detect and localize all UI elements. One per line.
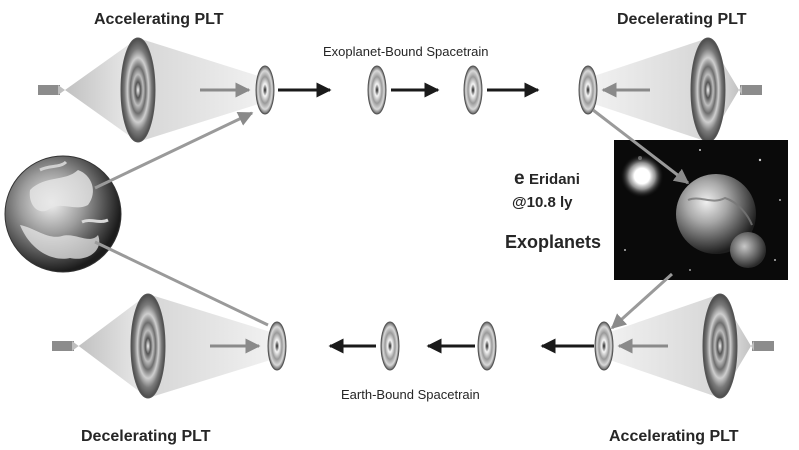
label-bottom-left-plt: Decelerating PLT — [81, 428, 211, 445]
exoplanet-to-plt-arrow — [610, 272, 674, 330]
spacetrain-outbound — [278, 65, 540, 115]
emitter-cone — [58, 38, 138, 142]
label-top-left-plt: Accelerating PLT — [94, 11, 224, 28]
label-bottom-right-plt: Accelerating PLT — [609, 428, 739, 445]
emitter-rod — [52, 341, 74, 351]
earth-to-plt-arrow — [94, 111, 254, 190]
plt-to-earth-line — [94, 240, 269, 327]
plt-station-bottom-left — [52, 293, 287, 399]
emitter-rod — [752, 341, 774, 351]
distance-label: @10.8 ly — [512, 194, 573, 211]
lightsail-disc — [578, 65, 598, 115]
lightsail-disc — [367, 65, 387, 115]
label-outbound-train: Exoplanet-Bound Spacetrain — [323, 44, 489, 59]
exoplanets-label: Exoplanets — [505, 232, 602, 252]
star-label: e Eridani — [514, 168, 580, 190]
lightsail-disc — [255, 65, 275, 115]
plt-mirror — [130, 293, 166, 399]
label-top-right-plt: Decelerating PLT — [617, 11, 747, 28]
plt-to-exoplanet-arrow — [592, 108, 690, 185]
label-inbound-train: Earth-Bound Spacetrain — [341, 387, 480, 402]
lightsail-disc — [267, 321, 287, 371]
plt-station-top-left — [38, 37, 275, 143]
exoplanet — [676, 174, 756, 254]
star-name: Eridani — [529, 171, 580, 188]
lightsail-disc — [477, 321, 497, 371]
exoplanet-space-image — [614, 140, 788, 280]
plt-mirror — [690, 37, 726, 143]
star-glow — [620, 154, 664, 198]
emitter-cone — [72, 294, 148, 398]
lightsail-disc — [594, 321, 614, 371]
lightsail-disc — [463, 65, 483, 115]
plt-station-top-right — [578, 37, 762, 143]
spacetrain-inbound — [328, 321, 594, 371]
earth-globe — [4, 155, 122, 273]
plt-mirror — [702, 293, 738, 399]
lightsail-disc — [380, 321, 400, 371]
plt-mirror — [120, 37, 156, 143]
exomoon — [730, 232, 766, 268]
plt-station-bottom-right — [594, 293, 774, 399]
emitter-rod — [38, 85, 60, 95]
emitter-rod — [740, 85, 762, 95]
star-letter: e — [514, 168, 525, 189]
